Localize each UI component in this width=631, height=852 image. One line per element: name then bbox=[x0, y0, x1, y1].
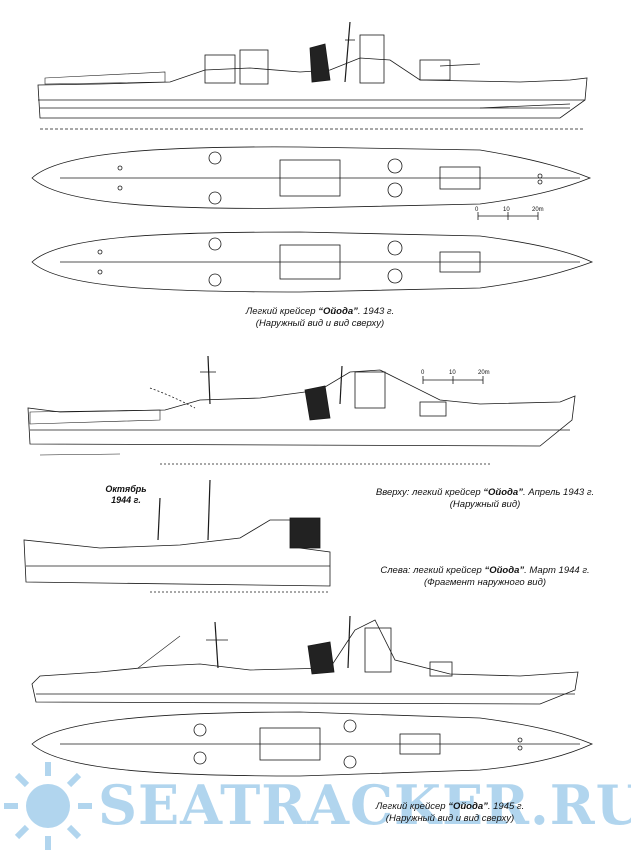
caption-line-1: Легкий крейсер “Ойода”. 1945 г. bbox=[330, 801, 570, 813]
scale-label: 20m bbox=[532, 207, 544, 213]
caption-line-2: (Наружный вид и вид сверху) bbox=[255, 318, 385, 329]
profile-1945-drawing bbox=[31, 615, 579, 705]
watermark-emblem bbox=[4, 762, 92, 850]
scale-label: 20m bbox=[478, 370, 490, 376]
profile-1943-drawing bbox=[37, 21, 588, 130]
caption-1945: Легкий крейсер “Ойода”. 1945 г. (Наружны… bbox=[330, 801, 570, 825]
plan-view-1945-drawing bbox=[31, 711, 594, 777]
caption-line-2: (Наружный вид и вид сверху) bbox=[385, 813, 515, 824]
caption-text: . Апрель 1943 г. bbox=[522, 487, 595, 498]
watermark-text: SEATRACKER.RU bbox=[98, 773, 631, 837]
fragment-march-1944-drawing bbox=[23, 479, 331, 593]
caption-line-1: Легкий крейсер “Ойода”. 1943 г. bbox=[200, 306, 440, 318]
ship-name: “Ойода” bbox=[483, 487, 523, 498]
caption-text: . 1943 г. bbox=[357, 306, 395, 317]
scale-bar-2-labels: 0 10 20m bbox=[418, 370, 498, 378]
profile-april-1943-drawing bbox=[27, 355, 576, 465]
note-line-2: 1944 г. bbox=[111, 495, 141, 505]
caption-text: Слева: легкий крейсер bbox=[380, 565, 485, 576]
caption-march-1944: Слева: легкий крейсер “Ойода”. Март 1944… bbox=[350, 565, 620, 589]
scale-bar-1-labels: 0 10 20m bbox=[472, 207, 552, 215]
plan-view-1943-a bbox=[31, 146, 592, 209]
plan-view-1943-b bbox=[31, 231, 594, 293]
note-line-1: Октябрь bbox=[105, 484, 147, 494]
scale-bar-1 bbox=[477, 212, 539, 220]
caption-text: Легкий крейсер bbox=[375, 801, 449, 812]
caption-text: . 1945 г. bbox=[487, 801, 525, 812]
october-1944-note: Октябрь 1944 г. bbox=[96, 484, 156, 506]
caption-line-1: Слева: легкий крейсер “Ойода”. Март 1944… bbox=[350, 565, 620, 577]
caption-april-1943: Вверху: легкий крейсер “Ойода”. Апрель 1… bbox=[350, 487, 620, 511]
ship-name: “Ойода” bbox=[484, 565, 525, 576]
caption-1943: Легкий крейсер “Ойода”. 1943 г. (Наружны… bbox=[200, 306, 440, 330]
scale-bar-2 bbox=[422, 376, 484, 384]
ship-name: “Ойода” bbox=[448, 801, 488, 812]
caption-line-1: Вверху: легкий крейсер “Ойода”. Апрель 1… bbox=[350, 487, 620, 499]
scale-label: 10 bbox=[503, 207, 510, 213]
scale-label: 0 bbox=[421, 370, 425, 376]
caption-text: Легкий крейсер bbox=[245, 306, 319, 317]
scale-label: 0 bbox=[475, 207, 479, 213]
caption-line-2: (Наружный вид) bbox=[449, 499, 521, 510]
caption-line-2: (Фрагмент наружного вид) bbox=[424, 577, 546, 588]
caption-text: Вверху: легкий крейсер bbox=[375, 487, 484, 498]
scale-label: 10 bbox=[449, 370, 456, 376]
ship-name: “Ойода” bbox=[318, 306, 358, 317]
caption-text: . Март 1944 г. bbox=[524, 565, 590, 576]
